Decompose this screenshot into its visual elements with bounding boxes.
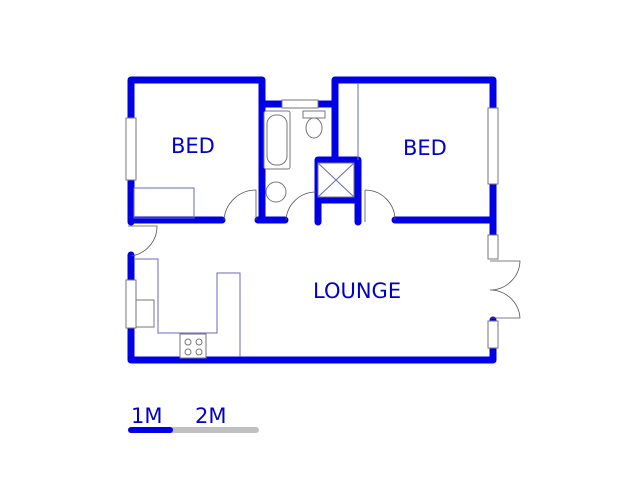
stove-burner	[195, 348, 203, 356]
kitchen-sink	[135, 299, 155, 328]
room-label-lounge: LOUNGE	[313, 279, 402, 303]
bed-left-wardrobe	[133, 187, 195, 219]
stove-burner	[195, 338, 203, 346]
bathroom-basin	[265, 181, 287, 203]
door-bed-left	[223, 189, 257, 221]
scale-label-1m: 1M	[131, 404, 163, 428]
room-label-bed-right: BED	[403, 136, 447, 160]
window-lounge-bottom	[487, 320, 499, 349]
doors	[128, 189, 521, 319]
windows	[125, 99, 499, 349]
toilet-tank	[302, 110, 326, 119]
door-lounge-double	[489, 260, 521, 319]
scale-label-2m: 2M	[195, 404, 227, 428]
shower-drain-lines	[317, 162, 355, 198]
door-bed-right	[364, 189, 396, 222]
toilet-bowl	[305, 117, 323, 139]
fixtures	[133, 84, 359, 359]
bathtub-inner	[266, 114, 288, 166]
kitchen-counter	[135, 258, 241, 357]
door-entrance	[128, 225, 158, 257]
stove-burner	[184, 348, 192, 356]
window-bathroom	[281, 99, 319, 109]
stove	[179, 333, 207, 359]
window-bed-right	[487, 107, 499, 185]
stove-burner	[184, 338, 192, 346]
door-bathroom	[285, 191, 317, 221]
window-bed-left	[125, 117, 137, 181]
room-label-bed-left: BED	[171, 134, 215, 158]
window-lounge-top	[487, 234, 499, 260]
window-kitchen	[125, 279, 137, 329]
